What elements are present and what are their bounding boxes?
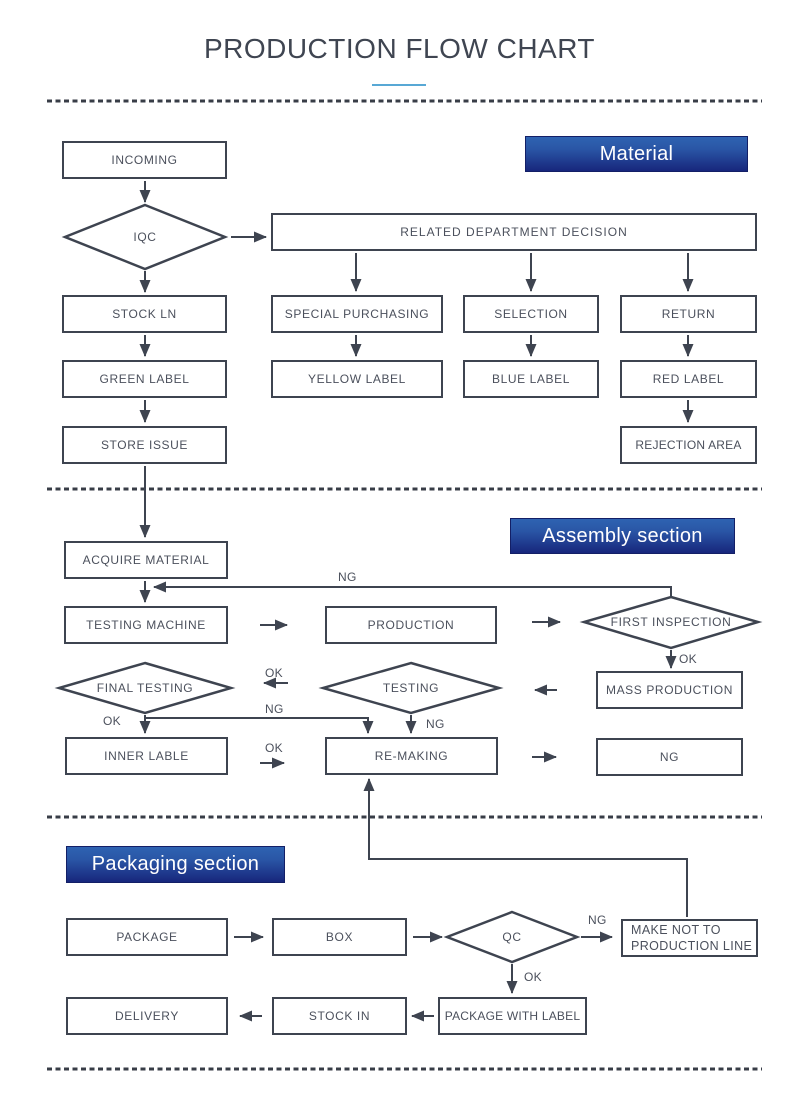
- node-red-label: RED LABEL: [620, 360, 757, 398]
- node-stock-in: STOCK IN: [272, 997, 407, 1035]
- node-green-label: GREEN LABEL: [62, 360, 227, 398]
- node-selection: SELECTION: [463, 295, 599, 333]
- node-stock-ln: STOCK LN: [62, 295, 227, 333]
- make-not-line2: PRODUCTION LINE: [631, 939, 753, 953]
- edge-label-ok-inner-remaking: OK: [265, 741, 283, 755]
- arrow-makenot-remaking: [363, 778, 688, 917]
- node-package-with-label: PACKAGE WITH LABEL: [438, 997, 587, 1035]
- diamond-testing: [318, 661, 504, 715]
- edge-label-ng-testing-remaking: NG: [426, 717, 445, 731]
- edge-label-ng-firstinspection: NG: [338, 570, 357, 584]
- node-delivery: DELIVERY: [66, 997, 228, 1035]
- node-acquire-material: ACQUIRE MATERIAL: [64, 541, 228, 579]
- diamond-qc: [443, 910, 581, 964]
- edge-label-ok-testing-final: OK: [265, 666, 283, 680]
- node-return: RETURN: [620, 295, 757, 333]
- arrow-ng-firstinspection-return: [153, 581, 672, 596]
- edge-label-ok-final-inner: OK: [103, 714, 121, 728]
- node-package: PACKAGE: [66, 918, 228, 956]
- node-re-making: RE-MAKING: [325, 737, 498, 775]
- edge-label-ok-qc: OK: [524, 970, 542, 984]
- node-yellow-label: YELLOW LABEL: [271, 360, 443, 398]
- title-underline: [372, 84, 426, 86]
- arrow-finaltesting-remaking: [146, 717, 374, 734]
- edge-label-ok-firstinspection: OK: [679, 652, 697, 666]
- node-ng: NG: [596, 738, 743, 776]
- make-not-line1: MAKE NOT TO: [631, 922, 721, 937]
- diamond-label-final-testing: FINAL TESTING: [96, 681, 194, 695]
- banner-material: Material: [525, 136, 748, 172]
- node-store-issue: STORE ISSUE: [62, 426, 227, 464]
- diamond-label-first-inspection: FIRST INSPECTION: [610, 615, 732, 629]
- edge-label-ng-final-remaking: NG: [265, 702, 284, 716]
- node-rejection-area: REJECTION AREA: [620, 426, 757, 464]
- page-title: PRODUCTION FLOW CHART: [203, 33, 596, 64]
- diamond-first-inspection: [579, 595, 763, 650]
- edge-label-ng-qc: NG: [588, 913, 607, 927]
- diamond-final-testing: [54, 661, 236, 715]
- node-inner-lable: INNER LABLE: [65, 737, 228, 775]
- node-box: BOX: [272, 918, 407, 956]
- diamond-label-testing: TESTING: [382, 681, 440, 695]
- node-testing-machine: TESTING MACHINE: [64, 606, 228, 644]
- banner-assembly-section: Assembly section: [510, 518, 735, 554]
- diamond-label-qc: QC: [502, 930, 522, 944]
- banner-packaging-section: Packaging section: [66, 846, 285, 883]
- node-incoming: INCOMING: [62, 141, 227, 179]
- node-mass-production: MASS PRODUCTION: [596, 671, 743, 709]
- diamond-iqc: [61, 203, 229, 271]
- node-make-not-to-production-line: MAKE NOT TO PRODUCTION LINE: [621, 919, 758, 957]
- node-production: PRODUCTION: [325, 606, 497, 644]
- diamond-label-iqc: IQC: [133, 230, 157, 244]
- node-special-purchasing: SPECIAL PURCHASING: [271, 295, 443, 333]
- node-related-department-decision: RELATED DEPARTMENT DECISION: [271, 213, 757, 251]
- node-blue-label: BLUE LABEL: [463, 360, 599, 398]
